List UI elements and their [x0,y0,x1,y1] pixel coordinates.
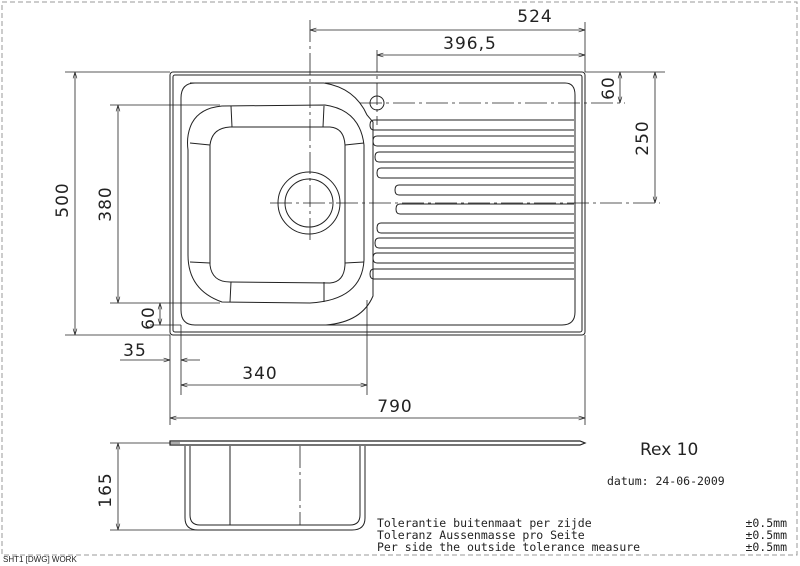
dim-790: 790 [377,397,412,417]
drainer-groove [369,268,574,280]
sink-side-view [169,440,587,531]
dimension-lines [65,22,665,531]
dim-165: 165 [96,472,116,507]
dim-35: 35 [123,341,147,361]
tolerance-de-value: ±0.5mm [745,528,787,542]
drainer-groove [376,167,574,179]
drainer-groove [374,237,574,249]
drainer-groove [372,252,574,264]
drainer-groove [395,203,574,215]
dim-250: 250 [633,120,653,155]
dim-60-top: 60 [599,76,619,100]
drawing-date: datum: 24-06-2009 [607,474,725,488]
dim-60-bottom: 60 [139,306,159,330]
tolerance-en-value: ±0.5mm [745,540,787,554]
bowl-outline [187,104,365,304]
tolerance-nl-value: ±0.5mm [745,516,787,530]
model-name: Rex 10 [640,440,698,460]
dim-380: 380 [96,186,116,221]
dim-396-5: 396,5 [443,34,497,54]
sheet-border [1,1,798,556]
tolerance-de: Toleranz Aussenmasse pro Seite [377,528,585,542]
tolerance-nl: Tolerantie buitenmaat per zijde [377,516,592,530]
drainer-groove [369,119,574,131]
sheet-label: SHT1 [DWG] WORK [3,555,77,564]
drainer-groove [372,135,574,147]
dim-524: 524 [517,7,552,27]
tolerance-en: Per side the outside tolerance measure [377,540,640,554]
drainer-grooves [369,119,574,280]
drainer-groove [394,184,574,196]
drainer-groove [374,151,574,163]
dim-500: 500 [53,182,73,217]
sink-top-view [169,20,660,336]
dim-340: 340 [242,364,277,384]
bowl-bottom [209,126,346,284]
drainer-groove [376,222,574,234]
